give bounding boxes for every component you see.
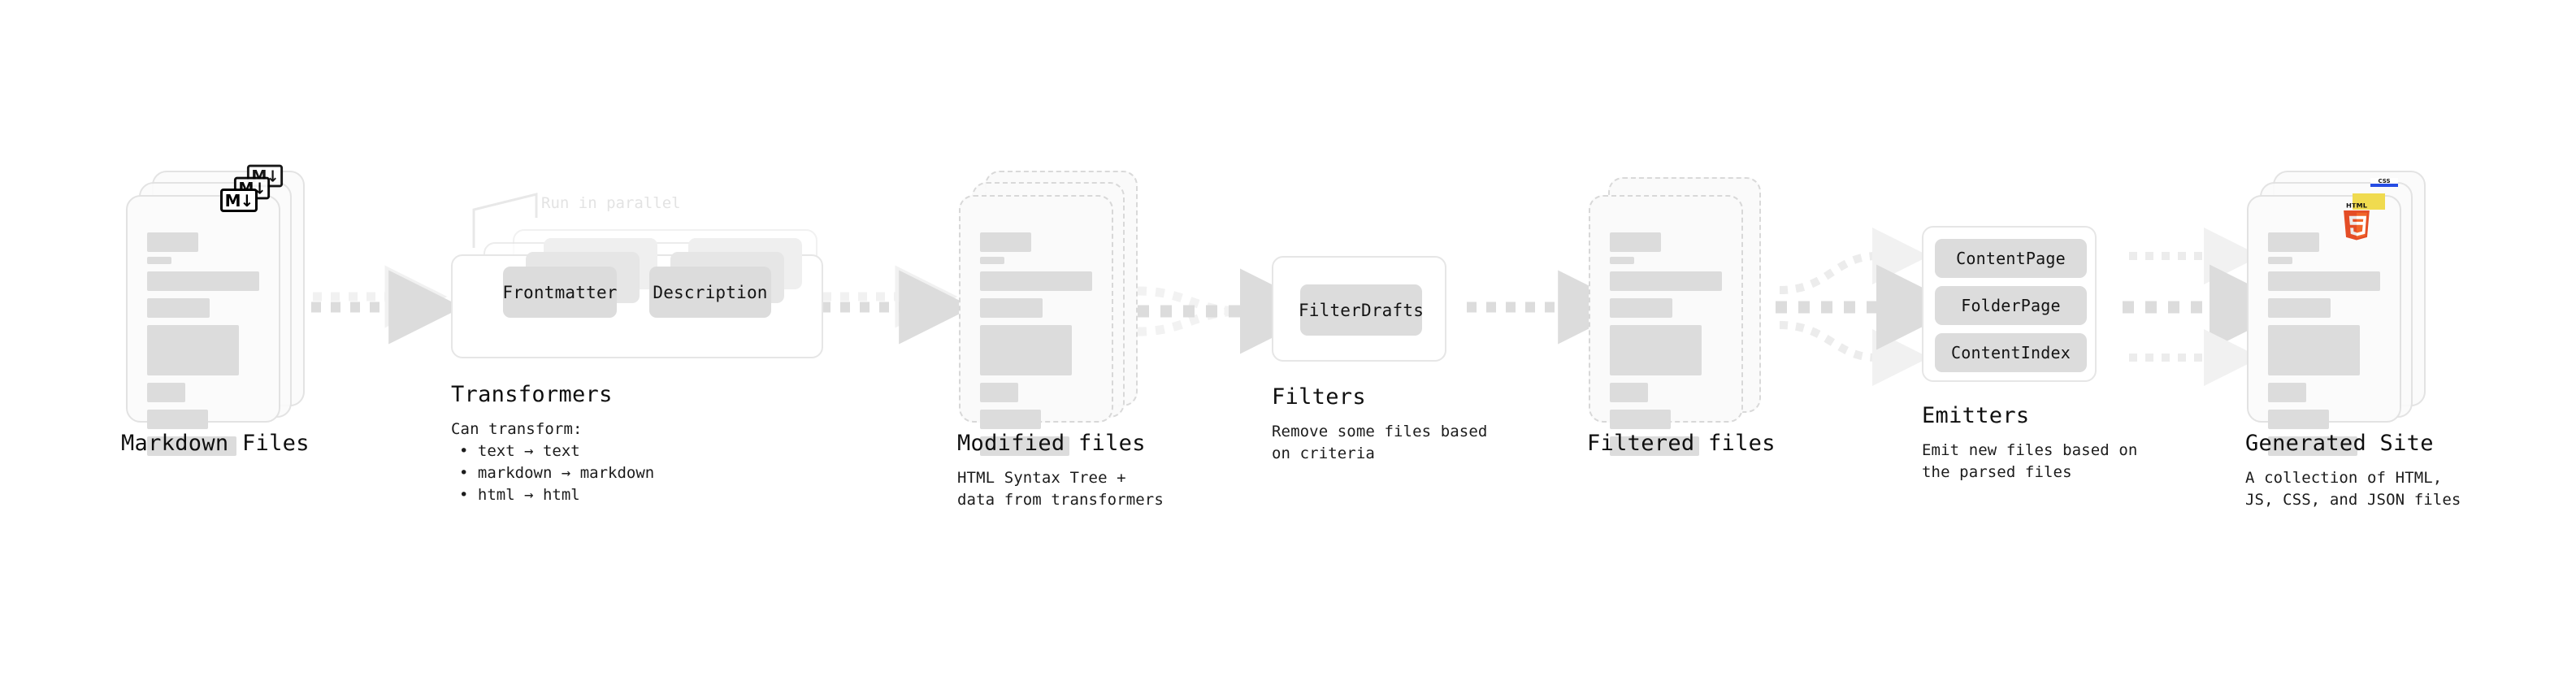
site-card-skeleton [2268,232,2380,456]
skeleton-bar [147,436,237,456]
plugin-chip-contentindex[interactable]: ContentIndex [1935,333,2087,372]
transformers-group: Frontmatter Description [451,238,823,358]
stage-subtitle-emitters: Emit new files based on the parsed files [1922,441,2138,481]
skeleton-bar [147,298,210,318]
skeleton-bar [2268,298,2331,318]
stage-title-markdown-files: Markdown Files [121,431,310,456]
skeleton-bar [980,383,1018,402]
markdown-card-front [126,195,280,456]
skeleton-bar [980,410,1041,429]
skeleton-bar [2268,271,2380,291]
stage-title-generated-site: Generated Site [2245,431,2434,456]
stage-markdown-files: M↓ M↓ M↓ Markdown Files [121,164,309,456]
skeleton-bar [1610,325,1702,375]
callout-run-in-parallel: Run in parallel [541,194,681,212]
skeleton-bar [147,257,172,264]
site-file-stack: CSS HTML [2247,171,2434,456]
skeleton-bar [1610,232,1662,252]
plugin-chip-folderpage[interactable]: FolderPage [1935,286,2087,325]
stage-generated-site: CSS HTML Generated Site A collection of … [2245,171,2461,509]
plugin-chip-contentpage[interactable]: ContentPage [1935,239,2087,278]
site-card-front [2247,195,2401,456]
modified-card-front [959,195,1113,456]
connector-markdown-to-transformers [311,265,463,345]
skeleton-bar [2268,325,2361,375]
skeleton-bar [2268,257,2293,264]
modified-card-skeleton [980,232,1092,456]
connector-modified-to-filters [1137,268,1325,354]
modified-file-stack [959,171,1138,456]
filtered-file-stack [1589,171,1767,456]
plugin-chip-frontmatter[interactable]: Frontmatter [502,267,617,318]
filters-group: FilterDrafts [1272,256,1446,362]
svg-text:HTML: HTML [2346,203,2368,209]
javascript-icon [2353,193,2385,210]
skeleton-bar [147,325,240,375]
skeleton-bar [147,410,208,429]
skeleton-bar [1610,383,1648,402]
skeleton-bar [147,383,185,402]
stage-filtered-files: Filtered files [1587,171,1775,456]
skeleton-bar [147,232,199,252]
markdown-card-skeleton [147,232,259,456]
skeleton-bar [2268,436,2358,456]
skeleton-bar [1610,271,1722,291]
callout-bracket-run-in-parallel [472,193,538,248]
skeleton-bar [1610,257,1635,264]
skeleton-bar [147,271,259,291]
html5-icon: HTML [2339,201,2374,244]
skeleton-bar [1610,298,1673,318]
transformers-bullet-3: • html → html [459,486,580,504]
stage-title-transformers: Transformers [451,382,613,407]
skeleton-bar [980,232,1032,252]
skeleton-bar [1610,436,1700,456]
skeleton-bar [2268,383,2306,402]
skeleton-bar [2268,232,2320,252]
css3-icon: CSS [2370,178,2398,187]
connector-filtered-to-emitters [1776,228,1962,386]
stage-title-emitters: Emitters [1922,403,2030,428]
plugin-chip-description[interactable]: Description [649,267,771,318]
plugin-chip-filterdrafts[interactable]: FilterDrafts [1299,284,1424,336]
markdown-file-stack: M↓ M↓ M↓ [126,164,305,456]
skeleton-bar [980,325,1073,375]
skeleton-bar [980,298,1043,318]
transformers-bullet-2: • markdown → markdown [459,464,655,482]
skeleton-bar [980,271,1092,291]
filtered-card-skeleton [1610,232,1722,456]
skeleton-bar [980,257,1005,264]
stage-subtitle-modified-files: HTML Syntax Tree + data from transformer… [957,469,1164,509]
markdown-icon: M↓ [246,164,284,188]
stage-title-filters: Filters [1272,384,1366,410]
stage-title-filtered-files: Filtered files [1587,431,1776,456]
skeleton-bar [1610,410,1671,429]
stage-modified-files: Modified files HTML Syntax Tree + data f… [957,171,1164,509]
transformers-bullet-1: • text → text [459,442,580,460]
skeleton-bar [980,436,1070,456]
stage-subtitle-generated-site: A collection of HTML, JS, CSS, and JSON … [2245,469,2461,509]
emitters-group: ContentPage FolderPage ContentIndex [1922,226,2097,382]
connector-transformers-to-modified [821,265,974,345]
html5-icon-glyph: HTML [2344,201,2370,241]
stage-title-modified-files: Modified files [957,431,1146,456]
stage-subtitle-filters: Remove some files based on criteria [1272,423,1488,462]
stage-subtitle-transformers: Can transform: [451,420,583,438]
markdown-icon: M↓ [220,189,258,212]
skeleton-bar [2268,410,2329,429]
connector-emitters-to-site [2123,228,2295,386]
filtered-card-front [1589,195,1743,456]
